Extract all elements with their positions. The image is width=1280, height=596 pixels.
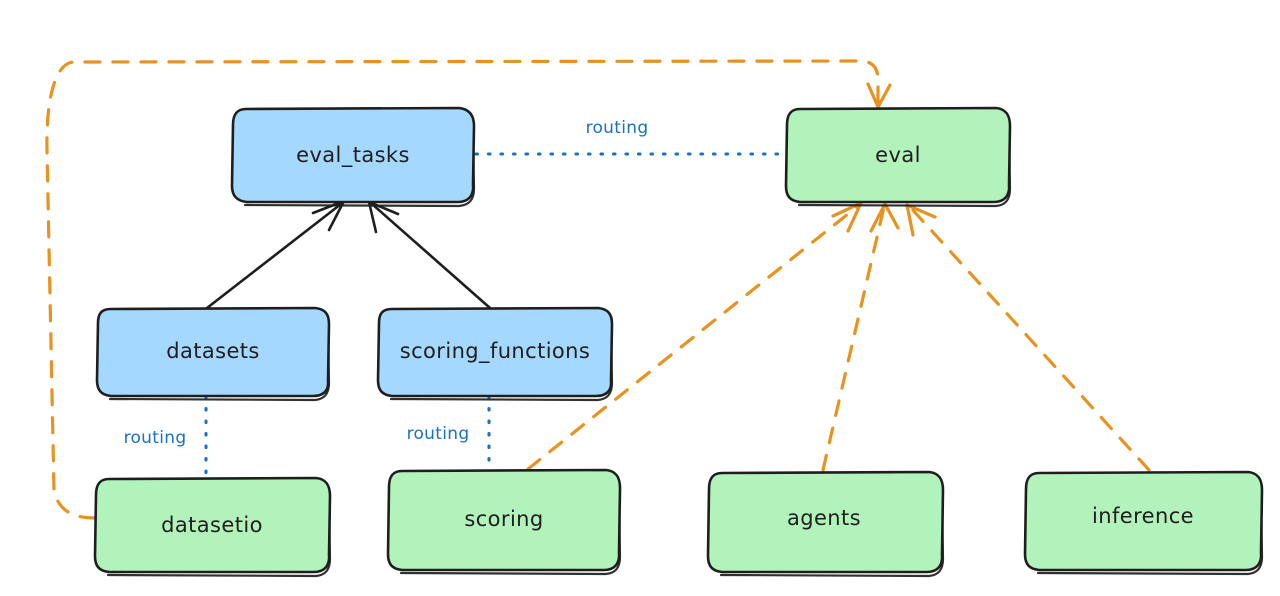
node-label-eval-tasks: eval_tasks [296, 143, 410, 168]
edge-datasets-to-eval-tasks[interactable] [205, 199, 346, 310]
edge-label-routing-datasetio: routing [124, 428, 187, 448]
node-datasets[interactable]: datasets [95, 306, 331, 402]
node-label-inference: inference [1092, 504, 1194, 528]
edge-label-layer: routing routing routing [124, 118, 649, 448]
edge-scoring-functions-to-eval-tasks[interactable] [367, 200, 492, 310]
node-label-datasets: datasets [166, 339, 260, 363]
edge-label-routing-eval: routing [586, 118, 649, 138]
edge-layer [45, 59, 1151, 520]
node-eval-tasks[interactable]: eval_tasks [230, 106, 476, 208]
edge-label-routing-scoring: routing [407, 424, 470, 444]
node-label-eval: eval [875, 143, 921, 167]
node-agents[interactable]: agents [706, 470, 945, 578]
edge-datasetio-to-eval[interactable] [45, 59, 892, 520]
node-inference[interactable]: inference [1023, 470, 1264, 576]
node-scoring[interactable]: scoring [386, 468, 622, 576]
node-eval[interactable]: eval [784, 106, 1012, 208]
node-label-scoring-functions: scoring_functions [400, 339, 590, 364]
edge-agents-to-eval[interactable] [821, 202, 900, 472]
node-layer: eval_tasks eval datasets scoring_functio… [93, 106, 1264, 578]
node-label-datasetio: datasetio [161, 513, 263, 537]
node-label-agents: agents [787, 506, 861, 530]
edge-inference-to-eval[interactable] [905, 203, 1151, 472]
node-datasetio[interactable]: datasetio [93, 476, 332, 578]
node-scoring-functions[interactable]: scoring_functions [376, 306, 614, 402]
node-label-scoring: scoring [464, 507, 543, 531]
